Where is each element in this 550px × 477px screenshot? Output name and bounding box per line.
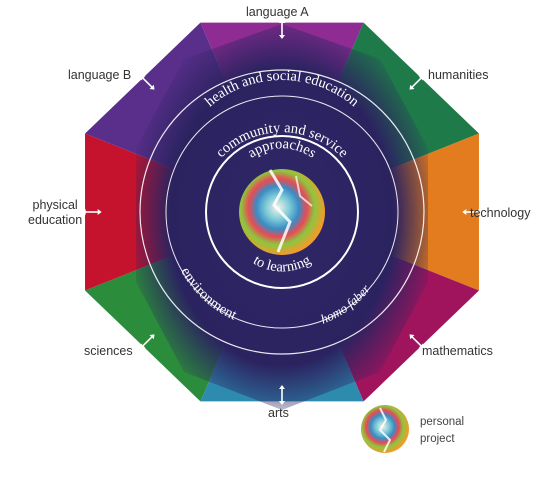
label-technology: technology — [470, 206, 531, 220]
label-mathematics: mathematics — [422, 344, 493, 358]
connector-arrows — [81, 19, 483, 405]
legend-globe — [361, 405, 409, 453]
arrow-language-a — [279, 19, 285, 39]
legend-project: project — [420, 433, 455, 445]
arrow-arts — [279, 385, 285, 405]
label-sciences: sciences — [84, 344, 133, 358]
arrow-physical-education — [81, 209, 102, 215]
globe — [239, 169, 325, 255]
arrow-technology — [462, 209, 483, 215]
arrow-language-b — [140, 75, 155, 90]
label-language-a: language A — [246, 5, 309, 19]
arrow-sciences — [140, 334, 155, 349]
label-physical-education: physical education — [28, 198, 83, 227]
outer-ring — [139, 69, 425, 355]
middle-ring — [165, 95, 399, 329]
arrow-humanities — [409, 75, 424, 90]
label-language-b: language B — [68, 68, 132, 82]
to-learning-label: to learning — [250, 252, 313, 275]
legend-personal: personal — [420, 416, 465, 428]
inner-ring — [205, 135, 359, 289]
arrow-mathematics — [409, 334, 424, 349]
label-humanities: humanities — [428, 68, 489, 82]
label-arts: arts — [268, 406, 289, 420]
